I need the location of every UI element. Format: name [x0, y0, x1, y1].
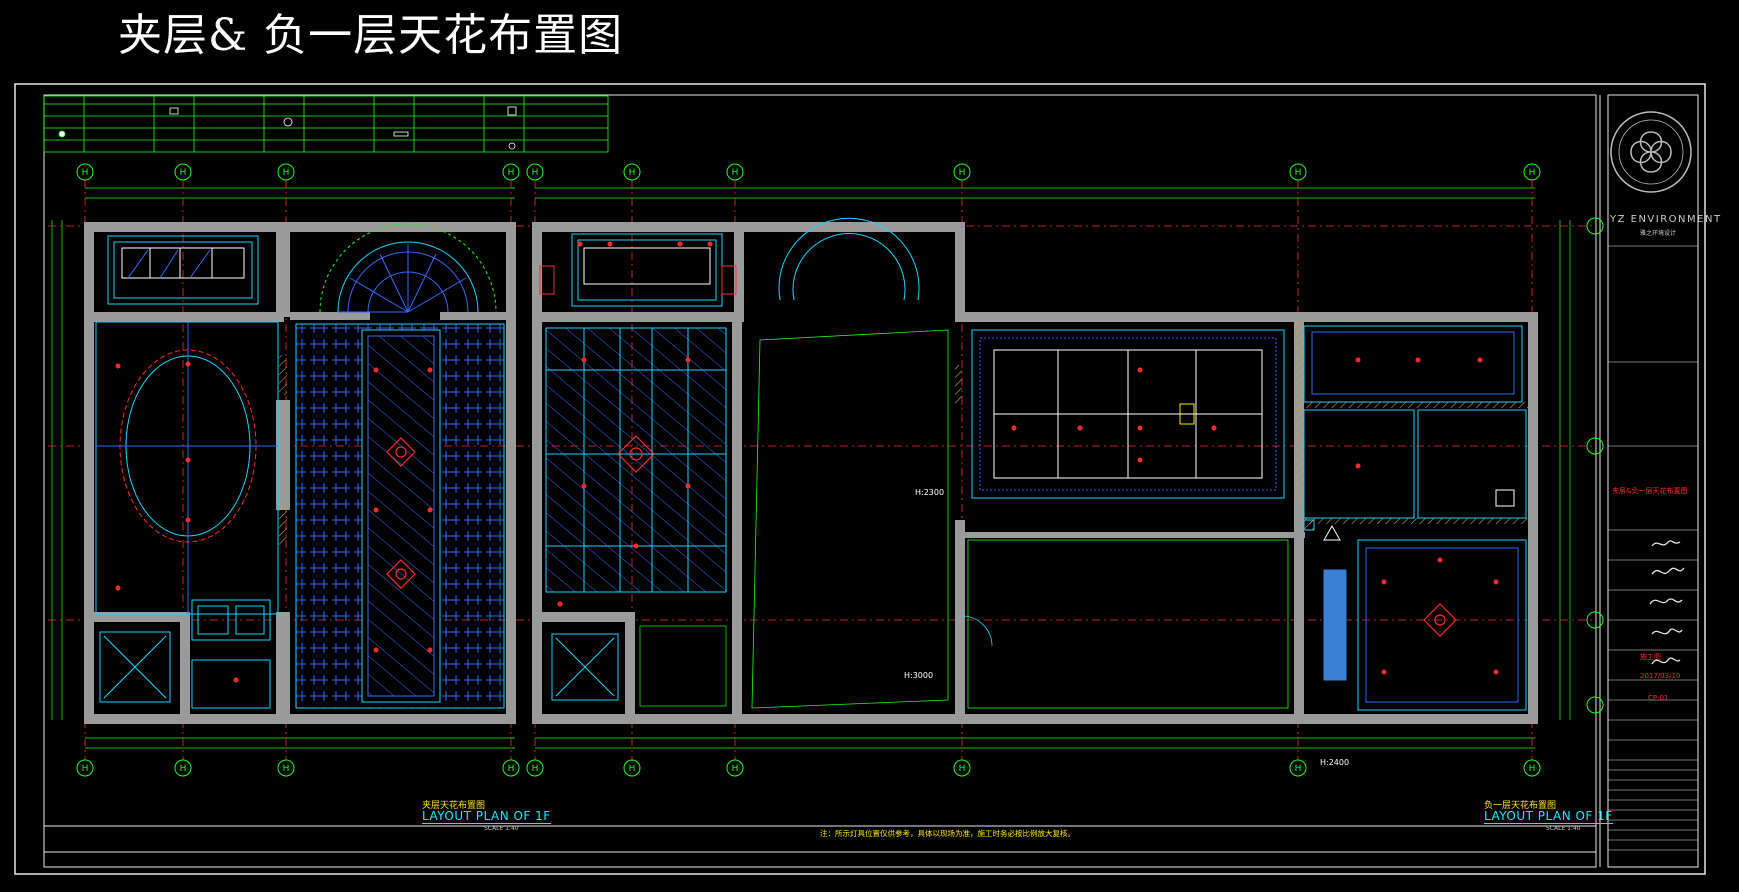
brand-name: YZ ENVIRONMENT [1610, 214, 1722, 225]
height-mark-2400: H:2400 [1320, 758, 1350, 767]
hatched-walls [279, 322, 1528, 545]
svg-text:H: H [508, 168, 515, 178]
dimension-lines [51, 187, 1571, 749]
svg-text:H: H [180, 168, 187, 178]
svg-text:H: H [959, 168, 966, 178]
svg-text:H: H [629, 764, 636, 774]
svg-text:H: H [82, 764, 89, 774]
right-hall [751, 329, 949, 709]
right-grid-ceiling [545, 327, 727, 593]
bottom-note: 注：所示灯具位置仅供参考，具体以现场为准，施工时务必按比例放大复核。 [820, 829, 1075, 838]
right-arch [778, 217, 920, 301]
left-skylight [107, 235, 259, 305]
legend-table [43, 95, 609, 153]
axis-labels: H H H H H H H H H H H H H H H H H H H H [82, 168, 1536, 774]
left-oval-ceiling [95, 321, 279, 615]
svg-text:H: H [508, 764, 515, 774]
svg-text:H: H [283, 168, 290, 178]
left-plan-caption-en: LAYOUT PLAN OF 1F [422, 809, 551, 824]
title-block-lines [1608, 245, 1698, 851]
left-plan-caption-cn: 夹层天花布置图 [422, 801, 486, 811]
svg-text:H: H [532, 764, 539, 774]
svg-text:H: H [180, 764, 187, 774]
right-plan-lights [557, 241, 1499, 675]
right-plan-walls [532, 222, 1538, 724]
svg-text:H: H [629, 168, 636, 178]
left-plan-scale: SCALE 1:40 [484, 825, 519, 832]
right-lower-rooms [551, 625, 727, 707]
status: 施工图 [1640, 653, 1661, 661]
right-plan-caption-cn: 负一层天花布置图 [1484, 801, 1557, 811]
svg-text:H: H [1295, 168, 1302, 178]
left-plan-walls [84, 222, 516, 724]
right-plan-scale: SCALE 1:40 [1546, 825, 1581, 832]
right-skylight [539, 233, 737, 307]
svg-text:H: H [732, 764, 739, 774]
svg-text:H: H [1529, 168, 1536, 178]
sheet-number: CP-01 [1648, 694, 1669, 702]
signatures [1649, 540, 1685, 665]
svg-text:H: H [1529, 764, 1536, 774]
brand-logo [1610, 111, 1692, 193]
page-title: 夹层& 负一层天花布置图 [118, 10, 624, 61]
svg-text:H: H [732, 168, 739, 178]
brand-sub: 雅之环境设计 [1640, 230, 1677, 237]
left-lower-rooms [99, 599, 271, 709]
height-mark-2300: H:2300 [915, 488, 945, 497]
drawing-name: 夹层&负一层天花布置图 [1612, 487, 1688, 495]
svg-text:H: H [959, 764, 966, 774]
right-lower-hall [961, 539, 1289, 709]
svg-text:H: H [82, 168, 89, 178]
left-plan-lights [115, 361, 433, 683]
right-plan-caption-en: LAYOUT PLAN OF 1F [1484, 809, 1613, 824]
svg-text:H: H [532, 168, 539, 178]
right-coffered-ceiling [971, 329, 1285, 499]
svg-text:H: H [1295, 764, 1302, 774]
left-corridor-ceiling [295, 323, 505, 709]
height-mark-3000: H:3000 [904, 671, 934, 680]
svg-text:H: H [283, 764, 290, 774]
date: 2017/03/10 [1640, 672, 1681, 680]
drawing-frame [14, 83, 1706, 875]
axis-bubbles [76, 163, 1604, 777]
left-fan-ceiling [319, 223, 497, 313]
